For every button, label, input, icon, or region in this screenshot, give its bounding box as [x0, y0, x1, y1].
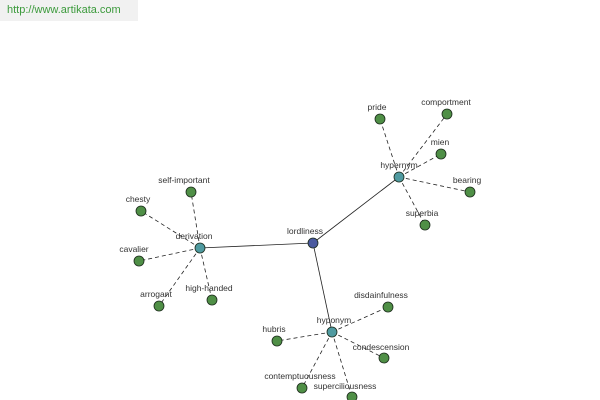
label-word-comportment[interactable]: comportment	[421, 97, 471, 107]
node-word-hubris[interactable]	[271, 335, 283, 347]
node-word-arrogant[interactable]	[153, 300, 165, 312]
node-word-self-important[interactable]	[185, 186, 197, 198]
graph-labels: lordliness derivation self-important chesty…	[119, 97, 481, 391]
label-word-arrogant[interactable]: arrogant	[140, 289, 172, 299]
node-word-disdainfulness[interactable]	[382, 301, 394, 313]
label-category-hypernym[interactable]: hypernym	[380, 160, 417, 170]
node-category-hyponym[interactable]	[326, 326, 338, 338]
edge-hyponym-contemptuousness	[301, 331, 333, 389]
edge-hyponym-hubris	[276, 331, 333, 342]
label-word-high-handed[interactable]: high-handed	[185, 283, 233, 293]
label-word-pride[interactable]: pride	[368, 102, 387, 112]
edge-root-hypernym	[312, 176, 400, 244]
label-word-self-important[interactable]: self-important	[158, 175, 210, 185]
label-word-chesty[interactable]: chesty	[126, 194, 151, 204]
node-word-superbia[interactable]	[419, 219, 431, 231]
edge-hypernym-pride	[379, 118, 400, 178]
label-word-superciliousness[interactable]: superciliousness	[314, 381, 377, 391]
node-category-hypernym[interactable]	[393, 171, 405, 183]
label-root-lordliness[interactable]: lordliness	[287, 226, 323, 236]
node-word-comportment[interactable]	[441, 108, 453, 120]
edge-derivation-self-important	[190, 191, 201, 249]
edge-root-derivation	[199, 242, 314, 249]
label-word-mien[interactable]: mien	[431, 137, 450, 147]
edge-hyponym-superciliousness	[331, 331, 353, 398]
edge-hyponym-condescension	[331, 331, 385, 359]
edge-derivation-cavalier	[138, 247, 201, 262]
label-word-condescension[interactable]: condescension	[353, 342, 410, 352]
label-word-contemptuousness[interactable]: contemptuousness	[264, 371, 335, 381]
node-word-contemptuousness[interactable]	[296, 382, 308, 394]
edge-derivation-arrogant	[158, 247, 201, 307]
edge-hyponym-disdainfulness	[331, 306, 389, 333]
edge-derivation-chesty	[140, 210, 201, 249]
node-word-chesty[interactable]	[135, 205, 147, 217]
node-word-superciliousness[interactable]	[346, 391, 358, 400]
node-word-pride[interactable]	[374, 113, 386, 125]
edge-hypernym-comportment	[398, 113, 448, 178]
edge-root-hyponym	[312, 242, 333, 333]
label-word-cavalier[interactable]: cavalier	[119, 244, 148, 254]
label-category-hyponym[interactable]: hyponym	[317, 315, 352, 325]
node-word-cavalier[interactable]	[133, 255, 145, 267]
edge-hypernym-superbia	[398, 176, 426, 226]
label-word-disdainfulness[interactable]: disdainfulness	[354, 290, 408, 300]
node-category-derivation[interactable]	[194, 242, 206, 254]
graph-edges	[138, 113, 471, 398]
edge-hypernym-mien	[398, 153, 442, 178]
site-url-link[interactable]: http://www.artikata.com	[0, 0, 138, 21]
node-word-mien[interactable]	[435, 148, 447, 160]
label-word-superbia[interactable]: superbia	[406, 208, 439, 218]
label-category-derivation[interactable]: derivation	[176, 231, 213, 241]
label-word-bearing[interactable]: bearing	[453, 175, 482, 185]
graph-nodes	[133, 108, 476, 400]
edge-derivation-high-handed	[199, 247, 213, 301]
node-word-bearing[interactable]	[464, 186, 476, 198]
edge-hypernym-bearing	[398, 176, 471, 193]
node-word-condescension[interactable]	[378, 352, 390, 364]
node-root-lordliness[interactable]	[307, 237, 319, 249]
node-word-high-handed[interactable]	[206, 294, 218, 306]
label-word-hubris[interactable]: hubris	[262, 324, 285, 334]
